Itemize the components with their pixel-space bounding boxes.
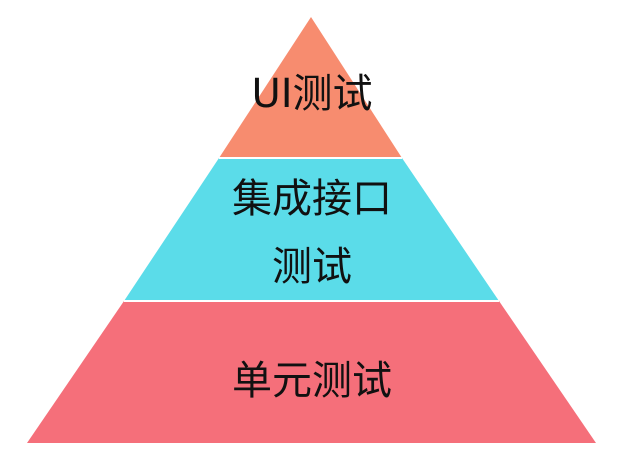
unit-test-label: 单元测试 [232,358,392,404]
ui-test-tier [219,17,402,158]
integration-api-test-label-line2: 测试 [272,244,352,290]
integration-api-test-label-line1: 集成接口 [232,176,392,222]
ui-test-label: UI测试 [251,71,372,117]
unit-test-tier [27,301,596,443]
integration-api-test-tier [124,158,499,301]
